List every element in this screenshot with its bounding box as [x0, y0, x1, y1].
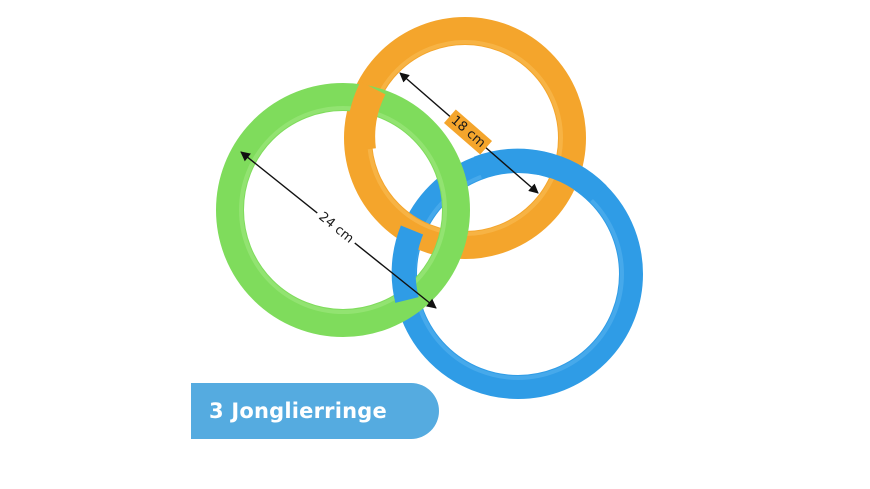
large-diameter-label: 24 cm	[316, 209, 357, 246]
product-badge-label: 3 Jonglierringe	[209, 399, 387, 423]
small-diameter-label: 18 cm	[448, 113, 488, 151]
small-diameter-label-bg	[443, 109, 493, 155]
large-diameter-label-bg	[311, 205, 361, 251]
product-badge: 3 Jonglierringe	[191, 383, 439, 439]
blue-ring-overlap-segment-lower	[391, 225, 424, 303]
green-ring	[216, 83, 470, 337]
blue-ring-overlap-segment	[473, 148, 607, 203]
orange-ring-overlap-segment	[347, 81, 386, 152]
